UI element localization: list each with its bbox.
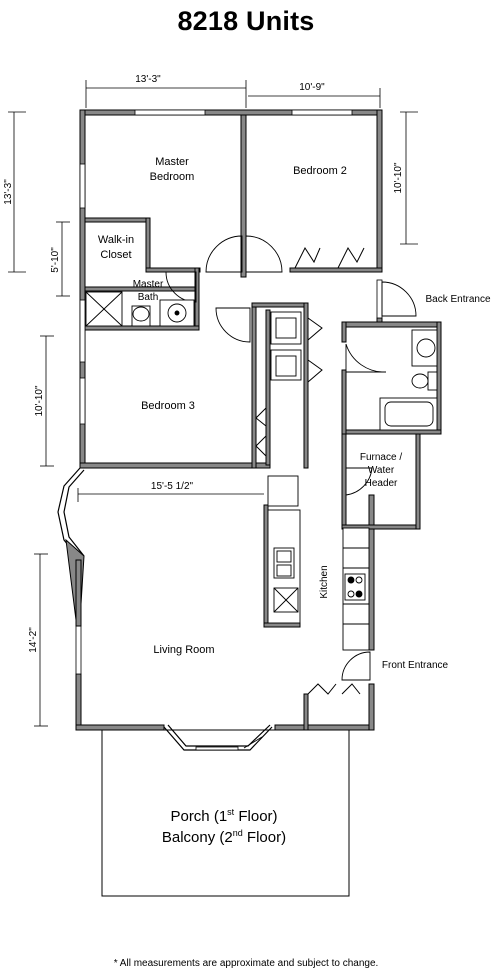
door-swings	[165, 235, 417, 749]
label-kitchen: Kitchen	[319, 565, 330, 598]
dim-master-width: 13'-3"	[135, 74, 161, 85]
label-bedroom-3: Bedroom 3	[141, 400, 195, 412]
label-master-bedroom-2: Bedroom	[150, 171, 195, 183]
dimension-lines	[8, 80, 418, 727]
footnote: * All measurements are approximate and s…	[113, 958, 379, 969]
label-front-entrance: Front Entrance	[382, 660, 449, 671]
dim-bedroom2-width: 10'-9"	[299, 82, 325, 93]
label-walkin-2: Closet	[100, 249, 131, 261]
dim-living-width: 15'-5 1/2"	[151, 481, 194, 492]
windows	[75, 109, 383, 675]
label-master-bath-2: Bath	[138, 292, 159, 303]
porch-label-1: Porch (1st Floor)	[170, 807, 277, 825]
label-furnace-2: Water	[368, 465, 395, 476]
sliding-door	[195, 746, 239, 751]
bay-window-left-2	[65, 538, 85, 627]
porch-area	[101, 729, 350, 897]
closet-doors	[255, 246, 365, 695]
label-bedroom-2: Bedroom 2	[293, 165, 347, 177]
label-master-bedroom-1: Master	[155, 156, 189, 168]
label-furnace-3: Header	[365, 478, 398, 489]
dim-bedroom2-height: 10'-10"	[393, 162, 404, 193]
porch-label-2: Balcony (2nd Floor)	[162, 828, 286, 846]
label-furnace-1: Furnace /	[360, 452, 402, 463]
exterior-walls	[75, 109, 383, 731]
label-living-room: Living Room	[153, 644, 214, 656]
label-master-bath-1: Master	[133, 279, 164, 290]
page-title: 8218 Units	[177, 6, 315, 36]
label-back-entrance: Back Entrance	[425, 294, 490, 305]
dim-walkin-height: 5'-10"	[50, 247, 61, 273]
dim-bedroom3-height: 10'-10"	[34, 385, 45, 416]
label-walkin-1: Walk-in	[98, 234, 134, 246]
fixtures	[85, 291, 438, 651]
dim-living-height: 14'-2"	[28, 627, 39, 653]
dim-master-height: 13'-3"	[3, 179, 14, 205]
